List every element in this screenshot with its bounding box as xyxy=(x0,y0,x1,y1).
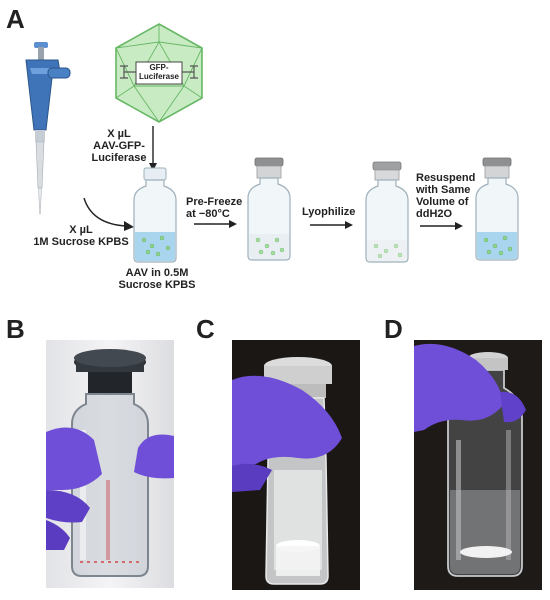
capsid-label: GFP- Luciferase xyxy=(138,63,180,81)
lyophilize-label: Lyophilize xyxy=(302,206,356,218)
photo-lyophilized-vial xyxy=(232,340,360,590)
arrow-right-icon xyxy=(310,221,353,229)
vial-frozen-icon xyxy=(247,157,291,261)
arrow-right-icon xyxy=(194,220,237,228)
photo-empty-vial xyxy=(46,340,174,588)
add-virus-label: X µL AAV-GFP- Luciferase xyxy=(91,128,147,164)
arrow-down-icon xyxy=(149,126,157,171)
vial-liquid-icon xyxy=(133,167,177,263)
vial-lyophilized-icon xyxy=(365,161,409,263)
vial1-caption: AAV in 0.5M Sucrose KPBS xyxy=(118,267,196,291)
arrow-right-icon xyxy=(420,222,463,230)
vial-resuspended-icon xyxy=(475,157,519,261)
curved-arrow-icon xyxy=(83,197,134,231)
resuspend-label: Resuspend with Same Volume of ddH2O xyxy=(416,172,476,220)
add-sucrose-label: X µL 1M Sucrose KPBS xyxy=(33,224,129,248)
panel-label-d: D xyxy=(384,314,403,344)
photo-resuspended-vial xyxy=(414,340,542,590)
pipette-icon xyxy=(25,42,71,215)
prefreeze-label: Pre-Freeze at −80°C xyxy=(186,196,243,220)
aav-capsid-icon xyxy=(115,23,203,123)
panel-label-c: C xyxy=(196,314,215,344)
panel-label-b: B xyxy=(6,314,25,344)
panel-label-a: A xyxy=(6,4,25,34)
